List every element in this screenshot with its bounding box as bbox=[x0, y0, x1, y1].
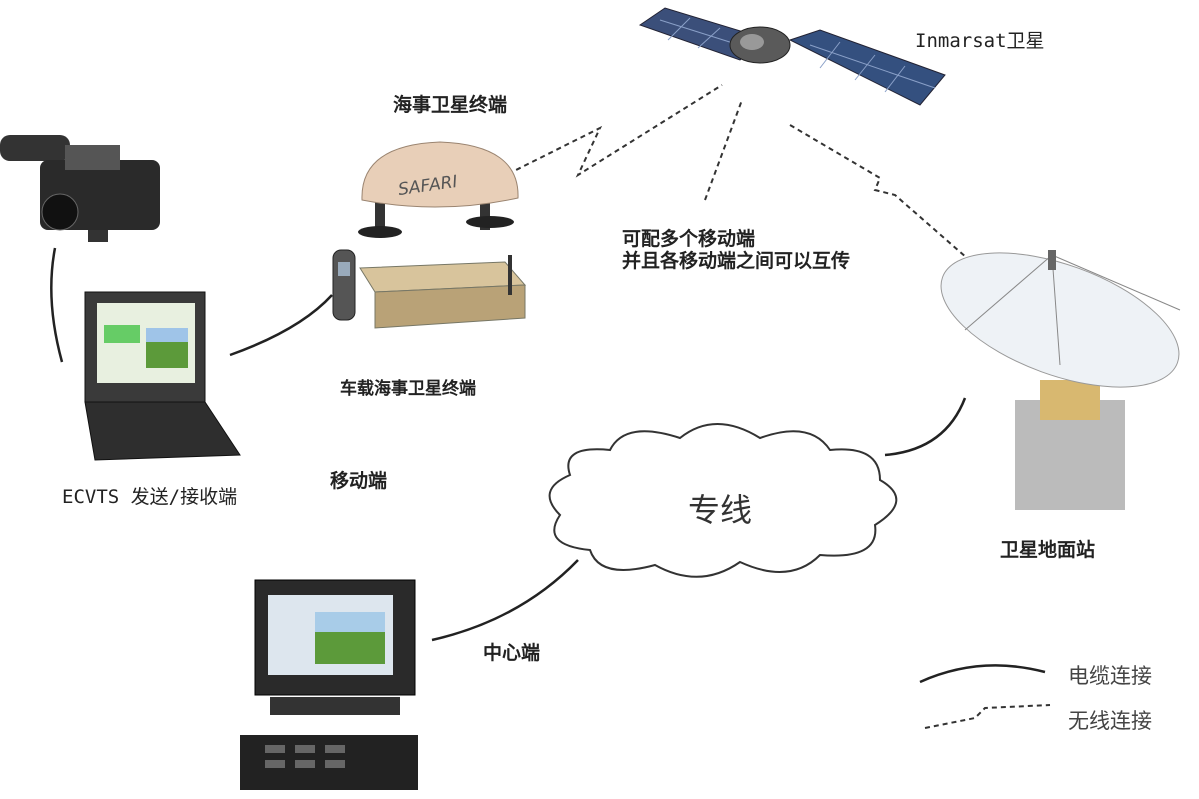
cloud-icon bbox=[548, 423, 898, 578]
wireless-link-maritime bbox=[491, 84, 723, 183]
cable-laptop-terminal bbox=[229, 294, 333, 357]
laptop-icon bbox=[84, 291, 241, 461]
wireless-link-mobile bbox=[704, 99, 743, 201]
satellite-icon bbox=[638, 7, 946, 106]
vehicle-terminal-icon bbox=[332, 249, 527, 329]
mobile-end-label: 移动端 bbox=[330, 470, 388, 492]
legend-cable-line bbox=[919, 664, 1046, 684]
note-line-2: 并且各移动端之间可以互传 bbox=[622, 250, 851, 272]
cable-camera-laptop bbox=[50, 247, 64, 363]
legend-wireless-line bbox=[924, 704, 1051, 729]
center-workstation-icon bbox=[240, 579, 418, 790]
leased-line-label: 专线 bbox=[688, 491, 753, 529]
legend-cable-label: 电缆连接 bbox=[1068, 664, 1152, 688]
ground-station-icon bbox=[940, 250, 1181, 510]
wireless-link-ground bbox=[789, 124, 976, 266]
ground-station-label: 卫星地面站 bbox=[1000, 539, 1096, 561]
cable-center-cloud bbox=[431, 559, 579, 642]
maritime-terminal-label: 海事卫星终端 bbox=[393, 94, 508, 116]
camera-icon bbox=[0, 135, 160, 242]
note-label: 可配多个移动端 并且各移动端之间可以互传 bbox=[622, 228, 850, 272]
ecvts-label: ECVTS 发送/接收端 bbox=[62, 486, 238, 508]
wireless-links bbox=[491, 84, 976, 266]
legend-wireless-label: 无线连接 bbox=[1068, 709, 1152, 733]
vehicle-terminal-label: 车载海事卫星终端 bbox=[340, 379, 476, 399]
satellite-label: Inmarsat卫星 bbox=[915, 30, 1045, 52]
note-line-1: 可配多个移动端 bbox=[622, 228, 756, 250]
cable-cloud-station bbox=[884, 397, 967, 457]
maritime-terminal-icon bbox=[358, 141, 519, 238]
cable-links bbox=[50, 247, 967, 642]
center-end-label: 中心端 bbox=[483, 642, 541, 664]
